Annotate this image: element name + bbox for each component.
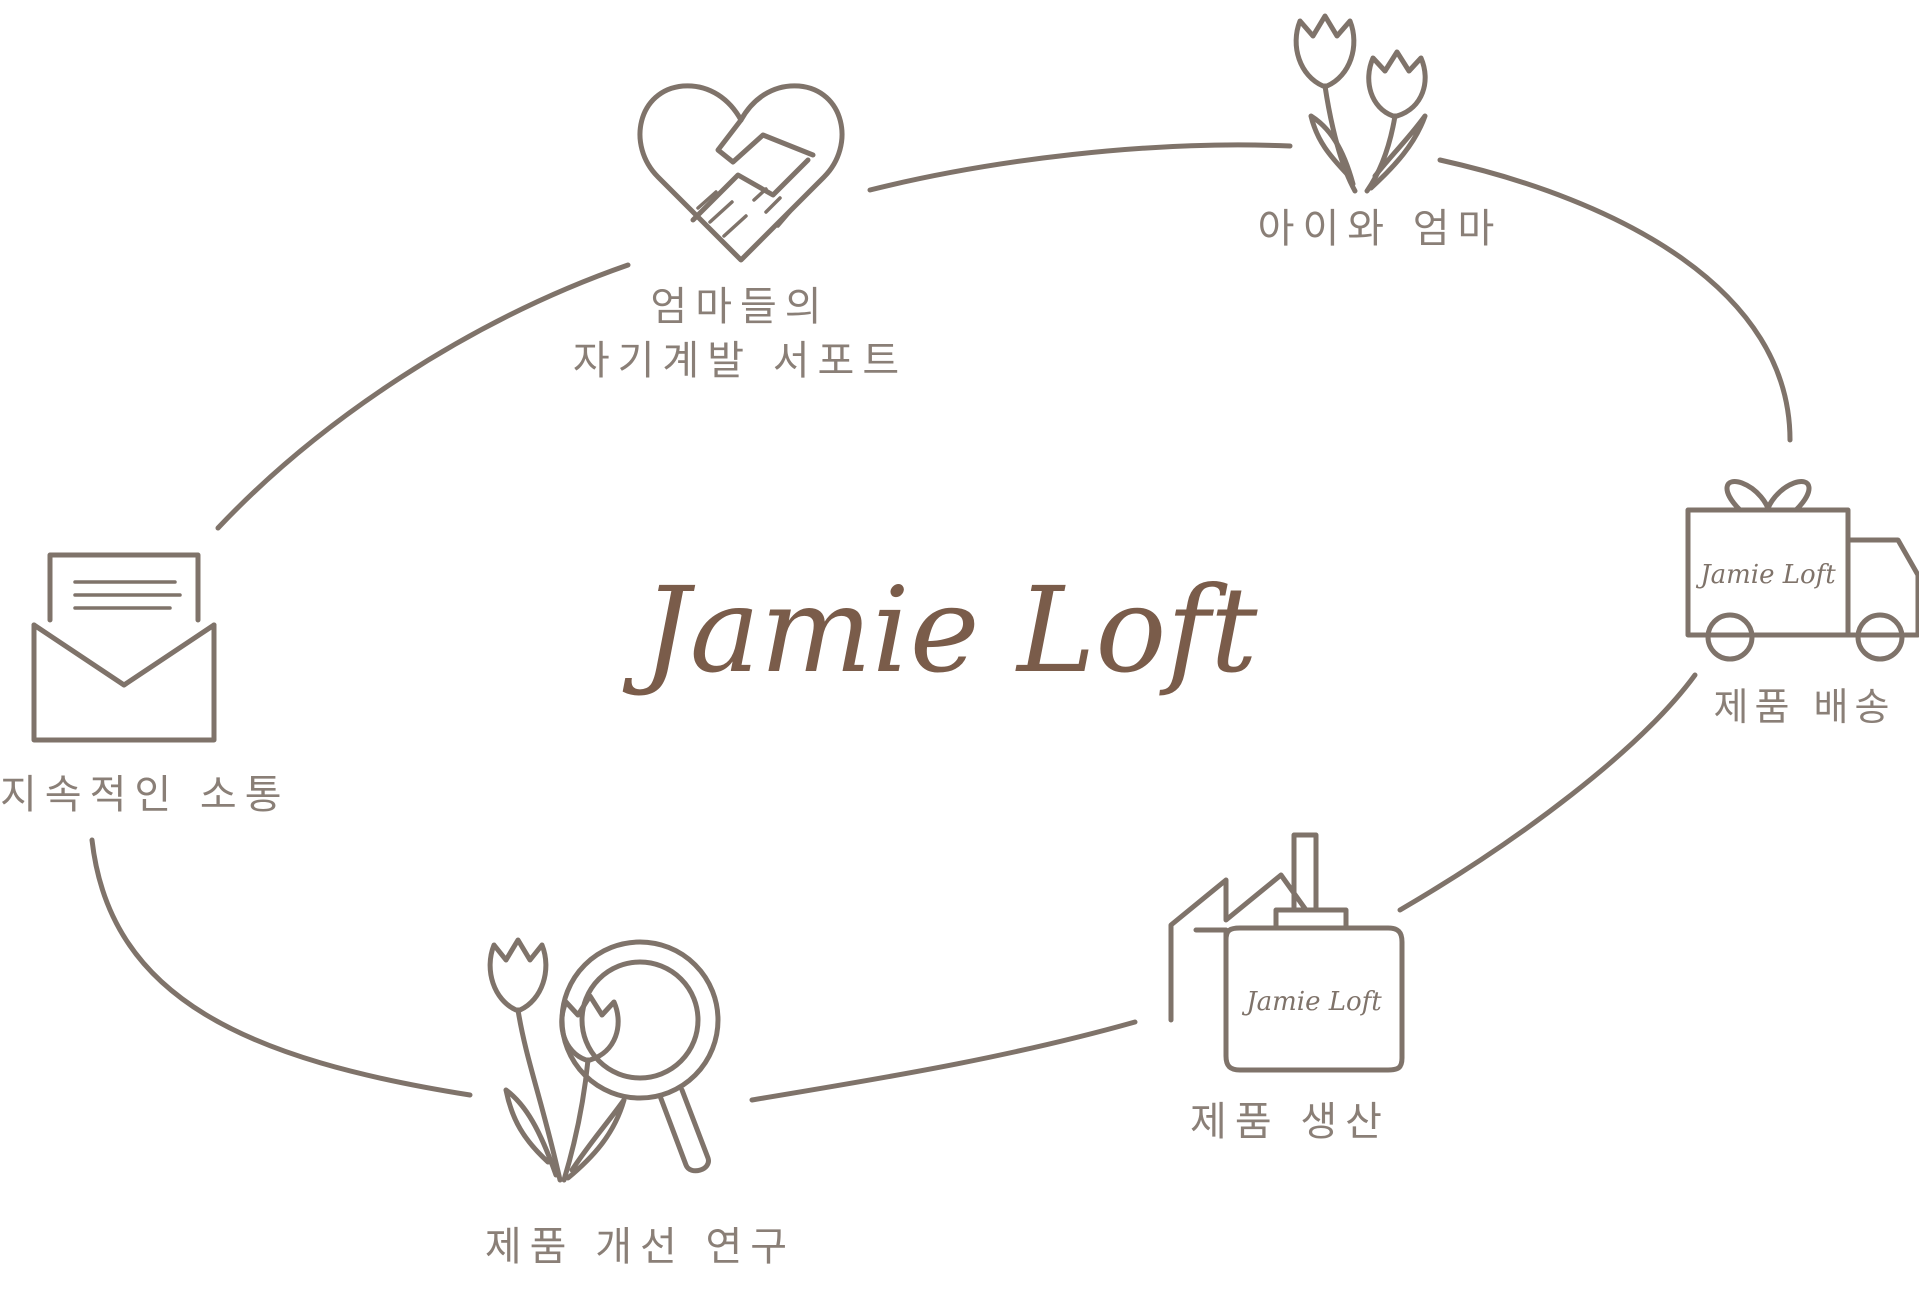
truck-badge-text: Jamie Loft bbox=[1695, 560, 1836, 590]
connector-support-to-mother bbox=[867, 142, 1293, 193]
connector-production-to-research bbox=[749, 1019, 1138, 1103]
factory-badge-text: Jamie Loft bbox=[1241, 987, 1382, 1017]
node-label-production: 제품 생산 bbox=[1190, 1099, 1390, 1145]
connector-research-to-communication bbox=[89, 837, 473, 1098]
node-label-mother: 아이와 엄마 bbox=[1257, 206, 1503, 252]
node-label-support: 엄마들의 자기계발 서포트 bbox=[572, 284, 908, 384]
node-label-communication: 지속적인 소통 bbox=[0, 772, 290, 818]
envelope-icon bbox=[31, 552, 217, 743]
brand-title: Jamie Loft bbox=[642, 561, 1258, 699]
connector-delivery-to-production bbox=[1397, 672, 1698, 913]
tulip-icon bbox=[1293, 13, 1428, 194]
factory-icon: Jamie Loft bbox=[1168, 832, 1405, 1073]
tulip-magnifier-icon bbox=[487, 937, 721, 1183]
node-label-delivery: 제품 배송 bbox=[1713, 685, 1896, 729]
delivery-truck-icon: Jamie Loft bbox=[1685, 479, 1919, 662]
heart-handshake-icon bbox=[637, 83, 845, 263]
connector-communication-to-support bbox=[215, 262, 631, 531]
connector-mother-to-delivery bbox=[1437, 157, 1793, 443]
node-label-research: 제품 개선 연구 bbox=[484, 1224, 796, 1270]
